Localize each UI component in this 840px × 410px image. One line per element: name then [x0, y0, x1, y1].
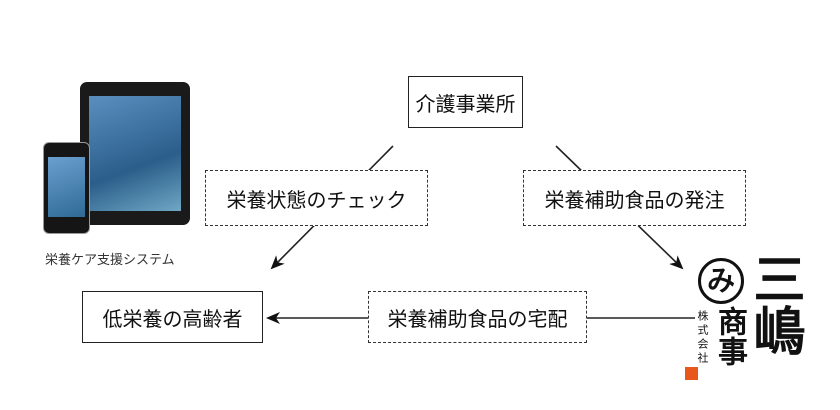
logo-mark: み [698, 258, 744, 304]
care-office-node: 介護事業所 [408, 76, 523, 128]
logo-name: 三嶋 [744, 252, 804, 356]
logo-corp: 株式会社 [696, 310, 709, 366]
system-caption: 栄養ケア支援システム [45, 253, 175, 268]
tablet-image [80, 82, 190, 225]
logo-business: 商事 [712, 306, 747, 366]
elderly-node: 低栄養の高齢者 [82, 291, 263, 343]
nutrition-check-label: 栄養状態のチェック [205, 170, 428, 226]
logo-stamp [685, 367, 698, 380]
supplement-delivery-label: 栄養補助食品の宅配 [368, 291, 587, 343]
supplement-order-label: 栄養補助食品の発注 [523, 170, 746, 226]
phone-image [43, 142, 90, 234]
tablet-screen [89, 96, 181, 211]
phone-screen [48, 157, 85, 217]
